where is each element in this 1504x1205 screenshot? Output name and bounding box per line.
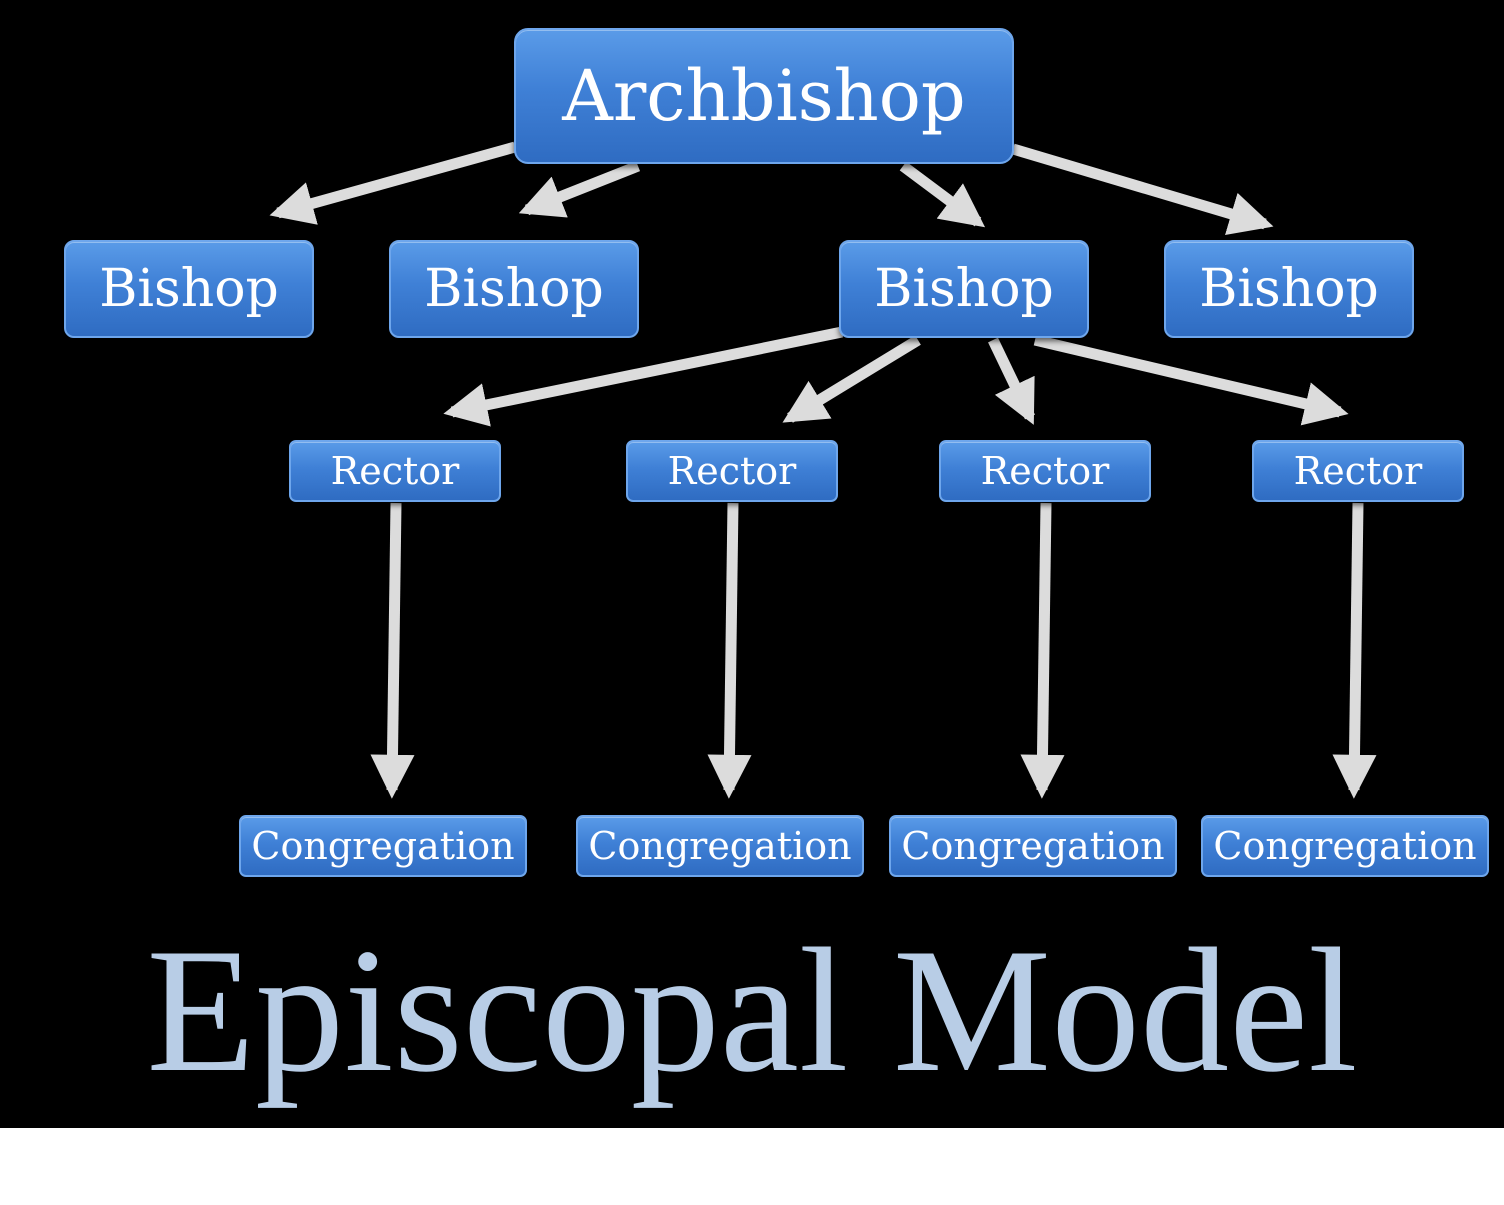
congregation-label: Congregation: [251, 824, 515, 868]
edge-archbishop-bishop-4: [1011, 143, 1274, 236]
archbishop-box: Archbishop: [514, 28, 1014, 164]
edge-bishop-3-rector-1: [443, 326, 844, 427]
edge-rector-3-congregation-3: [1020, 502, 1065, 799]
congregation-label: Congregation: [588, 824, 852, 868]
bishop-box-2: Bishop: [389, 240, 639, 338]
congregation-box-4: Congregation: [1201, 815, 1489, 877]
rector-box-4: Rector: [1252, 440, 1464, 502]
congregation-box-1: Congregation: [239, 815, 527, 877]
edge-rector-2-congregation-2: [707, 502, 752, 799]
bishop-label: Bishop: [99, 259, 279, 319]
bishop-box-1: Bishop: [64, 240, 314, 338]
bishop-box-4: Bishop: [1164, 240, 1414, 338]
congregation-box-3: Congregation: [889, 815, 1177, 877]
rector-box-1: Rector: [289, 440, 501, 502]
edge-archbishop-bishop-1: [269, 141, 517, 225]
rector-label: Rector: [667, 449, 797, 493]
edge-rector-4-congregation-4: [1332, 502, 1377, 799]
rector-box-3: Rector: [939, 440, 1151, 502]
edge-bishop-3-rector-2: [782, 335, 921, 423]
congregation-box-2: Congregation: [576, 815, 864, 877]
diagram-canvas: Archbishop Bishop Bishop Bishop Bishop R…: [0, 0, 1504, 1128]
rector-label: Rector: [980, 449, 1110, 493]
edge-archbishop-bishop-2: [518, 160, 641, 218]
rector-label: Rector: [330, 449, 460, 493]
congregation-label: Congregation: [1213, 824, 1477, 868]
rector-box-2: Rector: [626, 440, 838, 502]
bishop-label: Bishop: [424, 259, 604, 319]
congregation-label: Congregation: [901, 824, 1165, 868]
edge-bishop-3-rector-4: [1033, 334, 1349, 426]
bishop-label: Bishop: [874, 259, 1054, 319]
edge-archbishop-bishop-3: [899, 161, 986, 228]
bishop-label: Bishop: [1199, 259, 1379, 319]
rector-label: Rector: [1293, 449, 1423, 493]
bishop-box-3: Bishop: [839, 240, 1089, 338]
edge-rector-1-congregation-1: [370, 502, 415, 799]
slide-title: Episcopal Model: [146, 911, 1358, 1109]
edge-bishop-3-rector-3: [988, 337, 1035, 425]
arrow-layer: [269, 141, 1377, 799]
archbishop-label: Archbishop: [562, 55, 966, 137]
